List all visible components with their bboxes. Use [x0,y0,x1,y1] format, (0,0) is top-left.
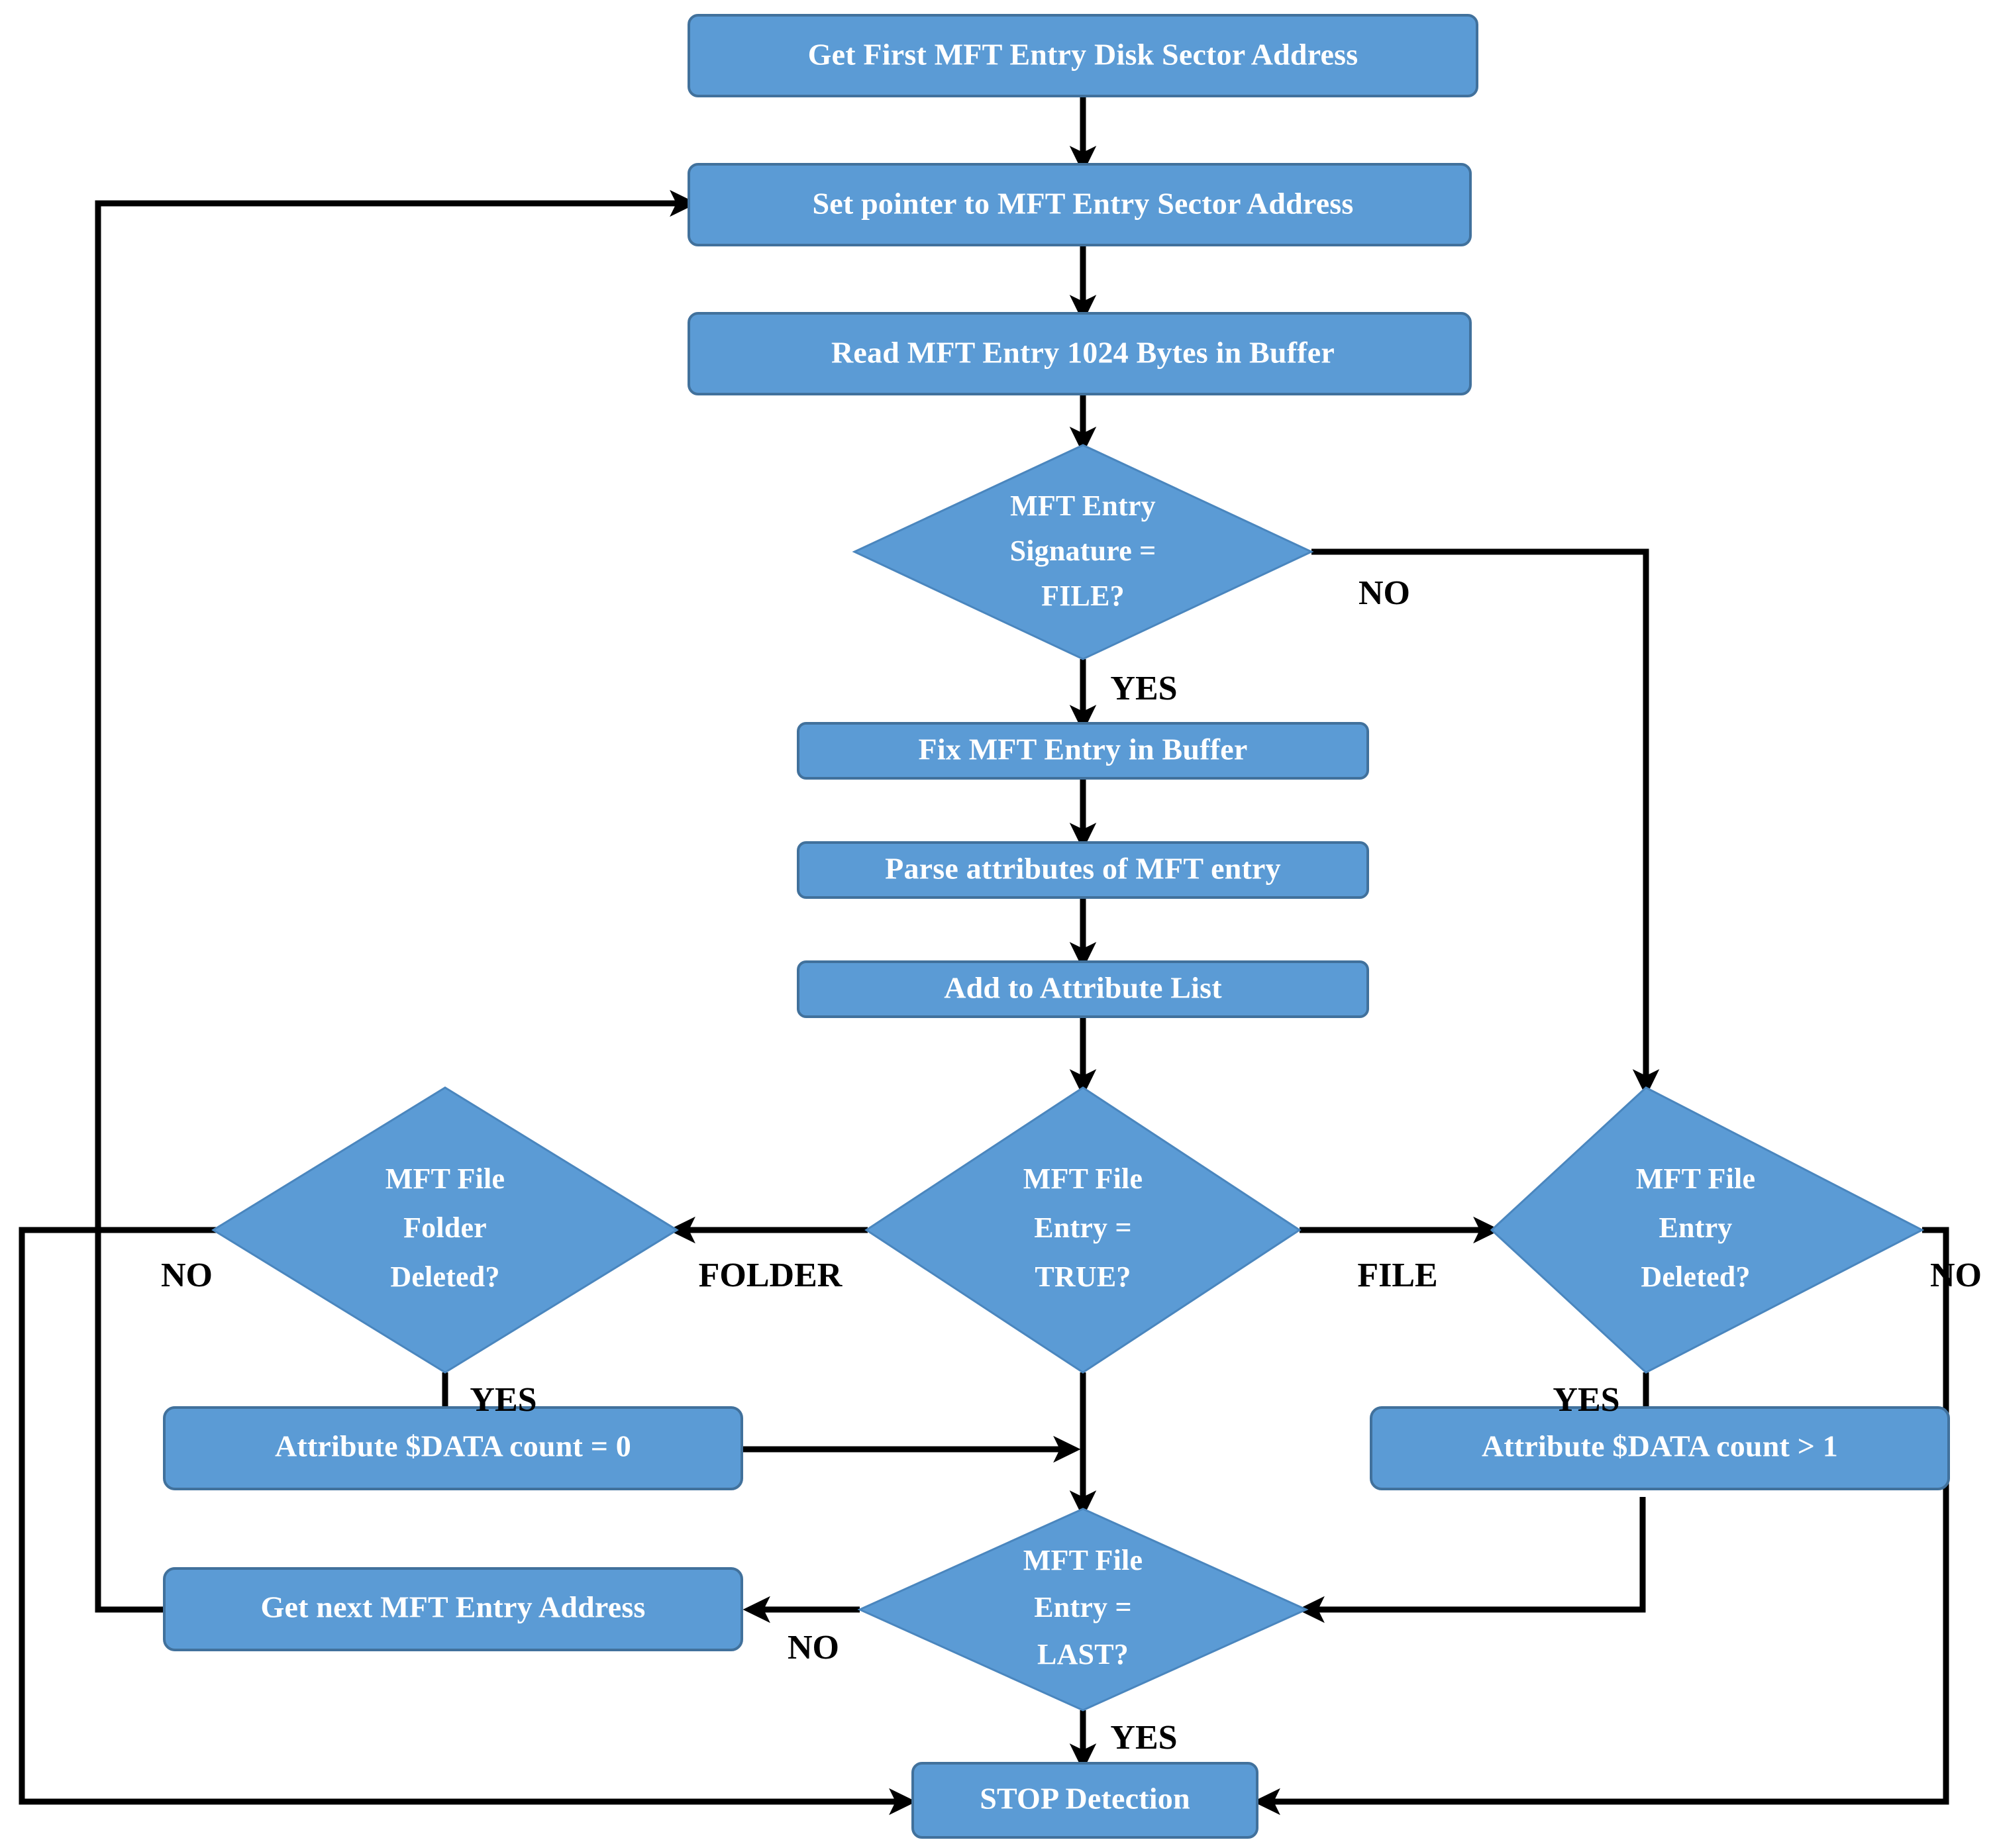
edge-data-gt-1-to-entry-last [1297,1497,1646,1623]
node-shape-rect [797,960,1369,1018]
nodes-layer: Get First MFT Entry Disk Sector Address … [163,14,1950,1839]
node-label-line-3: Deleted? [1641,1260,1750,1293]
node-shape-rect [1370,1406,1950,1490]
node-label: Fix MFT Entry in Buffer [919,733,1248,766]
node-label-line-3: Deleted? [390,1260,499,1293]
node-label-line-3: LAST? [1037,1638,1129,1670]
node-shape-rect [797,722,1369,780]
node-label: Attribute $DATA count > 1 [1482,1429,1838,1463]
node-shape-rect [163,1567,743,1651]
edge-label-entry-last-no: NO [788,1629,839,1667]
edge-label-file-branch: FILE [1357,1257,1437,1294]
node-label: Read MFT Entry 1024 Bytes in Buffer [831,336,1335,370]
node-label-line-1: MFT File [385,1162,505,1195]
node-label-line-2: Entry [1659,1211,1733,1244]
node-shape-diamond [1490,1086,1925,1374]
node-label-line-1: MFT File [1023,1162,1143,1195]
edge-label-folder-branch: FOLDER [699,1257,843,1294]
node-label: Set pointer to MFT Entry Sector Address [812,187,1353,221]
node-mft-file-entry-equals-last-decision[interactable]: MFT File Entry = LAST? [857,1508,1309,1712]
node-label: Parse attributes of MFT entry [885,852,1281,886]
node-shape-diamond [864,1086,1302,1374]
node-label-line-1: MFT File [1636,1162,1755,1195]
node-parse-attributes-of-mft-entry[interactable]: Parse attributes of MFT entry [797,841,1369,899]
node-fix-mft-entry-in-buffer[interactable]: Fix MFT Entry in Buffer [797,722,1369,780]
node-shape-rect [688,312,1472,395]
node-set-pointer-to-mft-entry-sector-address[interactable]: Set pointer to MFT Entry Sector Address [688,163,1472,246]
node-shape-rect [163,1406,743,1490]
node-label-line-2: Folder [403,1211,487,1244]
node-label-line-1: MFT Entry [1010,489,1156,522]
node-label: Get next MFT Entry Address [260,1590,645,1624]
node-shape-rect [688,163,1472,246]
node-mft-file-folder-deleted-decision[interactable]: MFT File Folder Deleted? [211,1086,679,1374]
node-mft-file-entry-deleted-decision[interactable]: MFT File Entry Deleted? [1490,1086,1925,1374]
node-label-line-3: FILE? [1041,580,1125,612]
edge-label-folder-deleted-yes: YES [470,1381,537,1419]
node-attribute-data-count-equals-zero[interactable]: Attribute $DATA count = 0 [163,1406,743,1490]
node-get-first-mft-entry-disk-sector-address[interactable]: Get First MFT Entry Disk Sector Address [688,14,1478,97]
node-label-line-2: Signature = [1010,535,1156,567]
edge-label-sig-check-no: NO [1358,574,1410,612]
node-get-next-mft-entry-address[interactable]: Get next MFT Entry Address [163,1567,743,1651]
node-shape-rect [797,841,1369,899]
node-shape-rect [911,1762,1258,1839]
edge-label-folder-deleted-no: NO [161,1257,213,1294]
node-shape-rect [688,14,1478,97]
node-label: Add to Attribute List [944,971,1222,1005]
edge-label-entry-last-yes: YES [1110,1719,1177,1757]
node-add-to-attribute-list[interactable]: Add to Attribute List [797,960,1369,1018]
node-label: Attribute $DATA count = 0 [275,1429,631,1463]
edge-label-file-deleted-no: NO [1930,1257,1982,1294]
node-label: STOP Detection [980,1782,1190,1816]
node-shape-diamond [857,1508,1309,1712]
node-read-mft-entry-1024-bytes-in-buffer[interactable]: Read MFT Entry 1024 Bytes in Buffer [688,312,1472,395]
edge-sig-check-no [1311,548,1660,1097]
node-label-line-1: MFT File [1023,1544,1143,1576]
node-shape-diamond [211,1086,679,1374]
node-mft-entry-signature-equals-file-decision[interactable]: MFT Entry Signature = FILE? [852,444,1314,660]
edge-label-sig-check-yes: YES [1110,670,1177,707]
node-label-line-3: TRUE? [1035,1260,1131,1293]
node-attribute-data-count-greater-than-one[interactable]: Attribute $DATA count > 1 [1370,1406,1950,1490]
node-label-line-2: Entry = [1034,1211,1131,1244]
node-label-line-2: Entry = [1034,1591,1131,1623]
edge-label-file-deleted-yes: YES [1553,1381,1619,1419]
node-stop-detection[interactable]: STOP Detection [911,1762,1258,1839]
edge-get-next-to-set-pointer [95,189,697,1613]
edge-file-deleted-no [1253,1227,1949,1816]
node-label: Get First MFT Entry Disk Sector Address [808,38,1358,72]
node-shape-diamond [852,444,1314,660]
node-mft-file-entry-equals-true-decision[interactable]: MFT File Entry = TRUE? [864,1086,1302,1374]
edge-labels-layer: NO YES FOLDER FILE NO YES NO YES NO YES [161,574,1982,1757]
